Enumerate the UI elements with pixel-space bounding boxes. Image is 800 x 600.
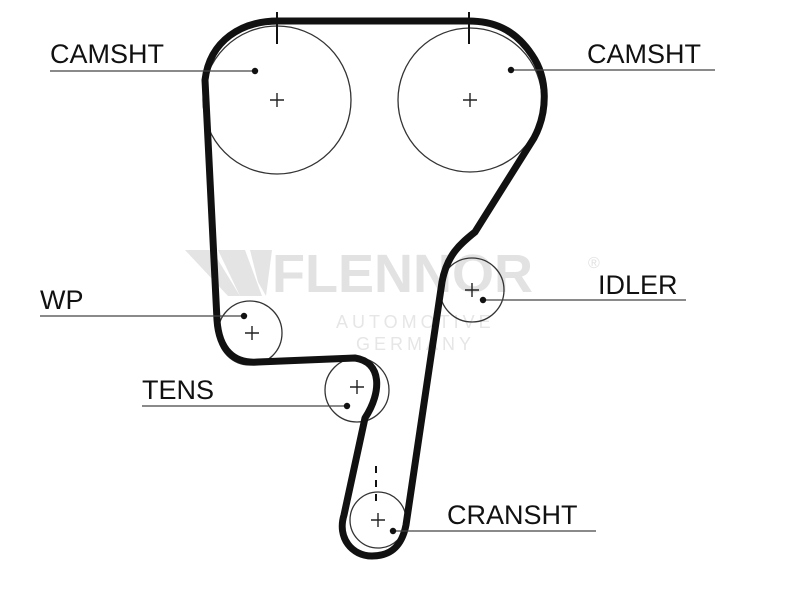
water-pump-dot xyxy=(240,312,248,320)
camshaft-left-dot xyxy=(251,67,259,75)
idler-dot xyxy=(479,296,487,304)
camshaft-right-center-mark xyxy=(463,93,477,107)
flennor-logo-icon xyxy=(185,250,272,296)
crankshaft-dot xyxy=(389,527,397,535)
crankshaft-center-mark xyxy=(371,513,385,527)
timing-belt xyxy=(201,17,548,560)
pulley-centers xyxy=(245,93,479,527)
water-pump-center-mark xyxy=(245,326,259,340)
crankshaft-label: CRANSHT xyxy=(447,500,578,530)
camshaft-left-center-mark xyxy=(270,93,284,107)
tensioner-label: TENS xyxy=(142,375,214,405)
watermark-line-2: GERMANY xyxy=(356,334,475,354)
camshaft-left-label: CAMSHT xyxy=(50,39,164,69)
idler-label: IDLER xyxy=(598,270,678,300)
tensioner-dot xyxy=(343,402,351,410)
watermark-registered-mark: ® xyxy=(588,255,600,272)
water-pump-label: WP xyxy=(40,285,84,315)
watermark: FLENNOR ® AUTOMOTIVE GERMANY xyxy=(185,244,600,354)
idler-center-mark xyxy=(465,283,479,297)
watermark-line-1: AUTOMOTIVE xyxy=(336,312,495,332)
tensioner-center-mark xyxy=(350,380,364,394)
watermark-brand: FLENNOR xyxy=(272,244,533,304)
camshaft-right-label: CAMSHT xyxy=(587,39,701,69)
camshaft-right-dot xyxy=(507,66,515,74)
